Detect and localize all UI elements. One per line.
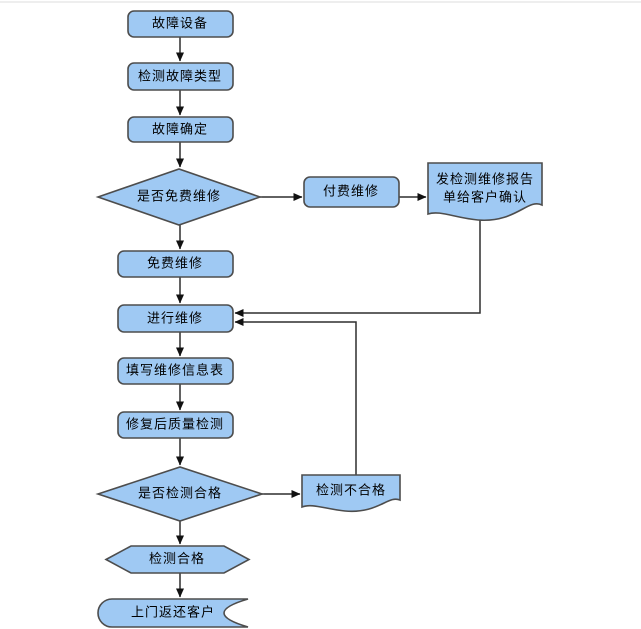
node-detect-fault-type-label: 检测故障类型 (138, 70, 222, 85)
node-check-failed-label: 检测不合格 (316, 483, 386, 499)
node-fault-confirmed-label: 故障确定 (152, 123, 208, 138)
node-paid-repair-label: 付费维修 (323, 185, 379, 200)
node-send-report-document (427, 162, 543, 221)
node-return-to-customer-label: 上门返还客户 (131, 605, 215, 621)
edge-send-report-to-do-repair (234, 219, 481, 317)
node-is-free-repair-label: 是否免费维修 (137, 190, 221, 205)
node-faulty-device (127, 10, 234, 38)
node-fill-repair-form (117, 357, 234, 385)
node-check-failed-document (301, 474, 401, 513)
node-quality-check-label: 修复后质量检测 (126, 418, 224, 433)
node-check-passed-label: 检测合格 (149, 551, 205, 567)
node-send-report-label-line1: 发检测维修报告 (436, 172, 534, 188)
node-faulty-device-label: 故障设备 (152, 16, 208, 32)
connectors (176, 37, 481, 598)
node-is-free-repair (95, 168, 263, 226)
node-check-passed (104, 545, 251, 574)
node-free-repair-label: 免费维修 (147, 257, 203, 272)
node-paid-repair (303, 176, 400, 208)
node-is-check-passed (95, 466, 265, 522)
node-free-repair (117, 250, 234, 278)
node-quality-check (117, 411, 234, 439)
edge-check-failed-to-do-repair (234, 318, 357, 475)
node-is-check-passed-label: 是否检测合格 (138, 486, 222, 502)
node-detect-fault-type (127, 62, 234, 91)
node-return-to-customer (97, 598, 249, 628)
node-do-repair-label: 进行维修 (147, 312, 203, 327)
node-do-repair (117, 304, 234, 333)
node-send-report-label-line2: 单给客户确认 (443, 190, 527, 206)
nodes: 故障设备 检测故障类型 故障确定 是否免费维修 付费维修 发检测维修报告 单给客… (95, 10, 543, 628)
node-fault-confirmed (127, 116, 234, 143)
node-fill-repair-form-label: 填写维修信息表 (126, 363, 224, 379)
